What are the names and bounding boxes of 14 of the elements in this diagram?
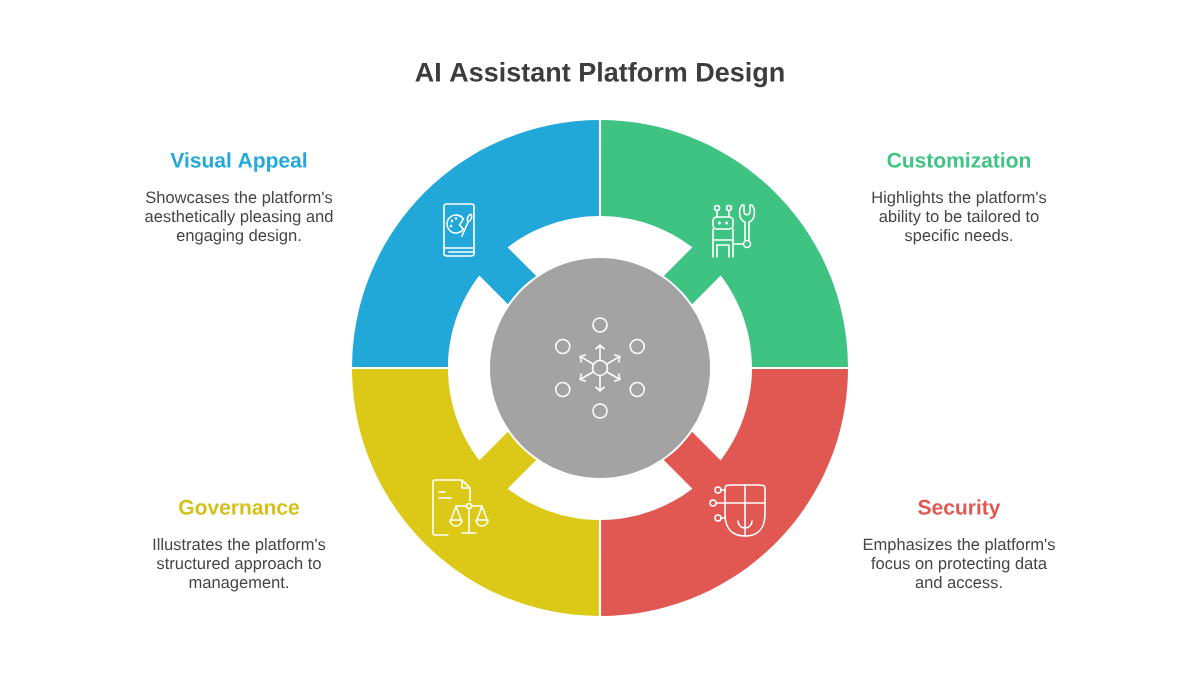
- ring-segment: [352, 120, 599, 367]
- description: Illustrates the platform's structured approach to management.: [153, 538, 326, 592]
- description: Showcases the platform's aesthetically pleasing and engaging design.: [145, 191, 333, 245]
- heading: Customization: [887, 152, 1031, 168]
- description: Highlights the platform's ability to be tailored to specific needs.: [872, 191, 1047, 245]
- center-circle: [490, 258, 710, 478]
- heading: Security: [918, 499, 1001, 519]
- ring-segment: [601, 120, 848, 367]
- ring-segment: [601, 369, 848, 616]
- heading: Governance: [179, 499, 299, 515]
- title: AI Assistant Platform Design: [415, 61, 784, 88]
- heading: Visual Appeal: [170, 152, 307, 172]
- description: Emphasizes the platform's focus on protecting data and access.: [863, 538, 1055, 589]
- ring-segment: [352, 369, 599, 616]
